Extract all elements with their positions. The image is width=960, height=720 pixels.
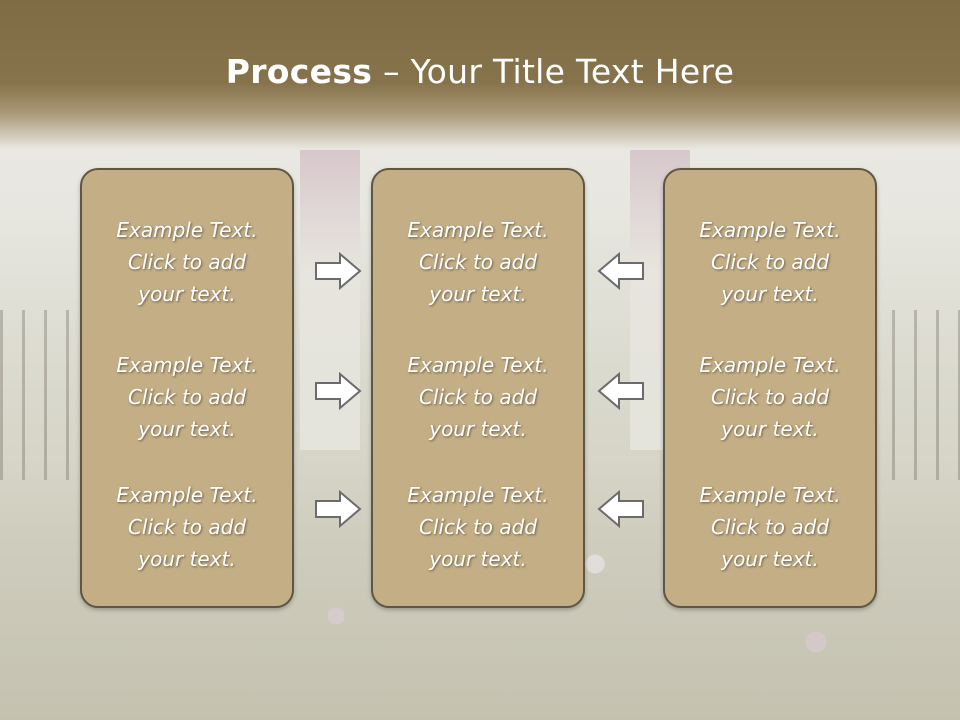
background-chairs-left <box>0 310 90 480</box>
text-line: your text. <box>138 417 236 441</box>
text-line: your text. <box>138 282 236 306</box>
text-line: Example Text. <box>699 353 841 377</box>
text-block[interactable]: Example Text. Click to add your text. <box>82 349 292 445</box>
text-line: your text. <box>429 547 527 571</box>
text-line: your text. <box>138 547 236 571</box>
text-line: Example Text. <box>116 483 258 507</box>
slide-title[interactable]: Process – Your Title Text Here <box>0 52 960 91</box>
text-line: Example Text. <box>699 483 841 507</box>
text-line: your text. <box>429 282 527 306</box>
text-block[interactable]: Example Text. Click to add your text. <box>373 479 583 575</box>
text-line: Click to add <box>710 515 830 539</box>
text-line: Click to add <box>127 250 247 274</box>
text-line: your text. <box>721 417 819 441</box>
title-bold: Process <box>225 52 373 91</box>
process-box-center[interactable]: Example Text. Click to add your text. Ex… <box>371 168 585 608</box>
text-block[interactable]: Example Text. Click to add your text. <box>665 214 875 310</box>
left-arrow-icon[interactable] <box>597 252 645 290</box>
text-line: Click to add <box>418 250 538 274</box>
text-line: Example Text. <box>407 218 549 242</box>
text-line: your text. <box>721 547 819 571</box>
right-arrow-icon[interactable] <box>314 372 362 410</box>
text-line: Click to add <box>418 515 538 539</box>
text-block[interactable]: Example Text. Click to add your text. <box>373 214 583 310</box>
text-line: Example Text. <box>116 218 258 242</box>
background-chairs-right <box>870 310 960 480</box>
text-line: Click to add <box>127 515 247 539</box>
text-block[interactable]: Example Text. Click to add your text. <box>665 349 875 445</box>
text-line: your text. <box>429 417 527 441</box>
text-line: Example Text. <box>116 353 258 377</box>
text-line: Click to add <box>127 385 247 409</box>
text-line: Example Text. <box>407 353 549 377</box>
text-block[interactable]: Example Text. Click to add your text. <box>82 479 292 575</box>
right-arrow-icon[interactable] <box>314 252 362 290</box>
left-arrow-icon[interactable] <box>597 372 645 410</box>
text-line: Click to add <box>710 250 830 274</box>
text-line: Click to add <box>418 385 538 409</box>
title-rest: – Your Title Text Here <box>372 52 735 91</box>
header-band <box>0 0 960 150</box>
text-line: your text. <box>721 282 819 306</box>
text-line: Click to add <box>710 385 830 409</box>
process-box-right[interactable]: Example Text. Click to add your text. Ex… <box>663 168 877 608</box>
left-arrow-icon[interactable] <box>597 490 645 528</box>
text-line: Example Text. <box>699 218 841 242</box>
text-block[interactable]: Example Text. Click to add your text. <box>82 214 292 310</box>
text-line: Example Text. <box>407 483 549 507</box>
text-block[interactable]: Example Text. Click to add your text. <box>665 479 875 575</box>
text-block[interactable]: Example Text. Click to add your text. <box>373 349 583 445</box>
right-arrow-icon[interactable] <box>314 490 362 528</box>
process-box-left[interactable]: Example Text. Click to add your text. Ex… <box>80 168 294 608</box>
